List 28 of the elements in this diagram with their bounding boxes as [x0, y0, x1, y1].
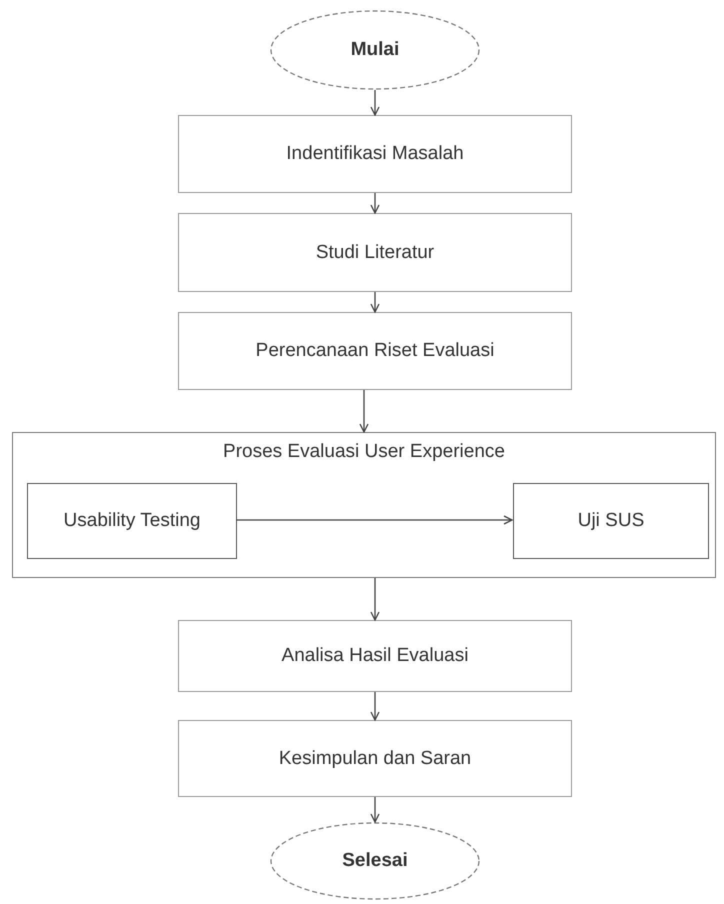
node-label: Analisa Hasil Evaluasi [282, 645, 468, 667]
node-label: Indentifikasi Masalah [286, 143, 464, 165]
arrow [236, 515, 513, 525]
node-label: Mulai [350, 39, 400, 61]
node-label: Selesai [342, 850, 408, 872]
node-label: Uji SUS [578, 510, 644, 532]
arrow [370, 578, 380, 621]
arrow [370, 797, 380, 823]
group-box [12, 432, 716, 578]
node-label: Studi Literatur [316, 242, 434, 264]
group-title: Proses Evaluasi User Experience [223, 441, 505, 463]
arrow [370, 90, 380, 116]
process-box [27, 483, 237, 559]
node-label: Perencanaan Riset Evaluasi [256, 340, 494, 362]
terminal-ellipse [270, 10, 480, 90]
process-box [178, 115, 572, 193]
arrow [370, 193, 380, 214]
terminal-ellipse [270, 822, 480, 900]
arrow [370, 692, 380, 721]
arrow [359, 390, 369, 433]
process-box [513, 483, 709, 559]
process-box [178, 620, 572, 692]
process-box [178, 312, 572, 390]
node-label: Usability Testing [64, 510, 200, 532]
arrow [370, 292, 380, 313]
process-box [178, 213, 572, 292]
node-label: Kesimpulan dan Saran [278, 748, 472, 770]
process-box [178, 720, 572, 797]
